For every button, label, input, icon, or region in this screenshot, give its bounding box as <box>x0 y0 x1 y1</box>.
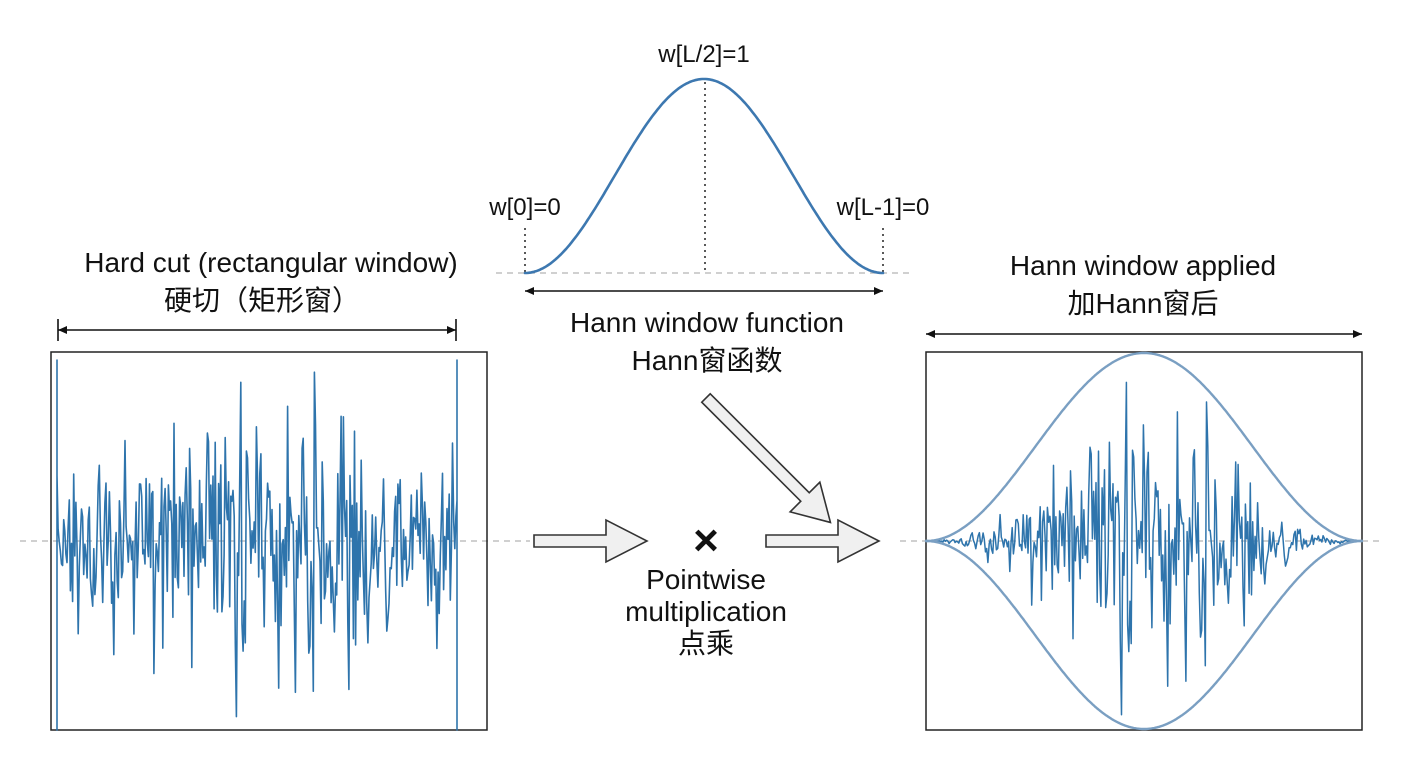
arrow-left-to-multiply <box>533 518 649 564</box>
right-title-zh: 加Hann窗后 <box>1068 288 1219 319</box>
right-title-en: Hann window applied <box>1010 250 1276 281</box>
arrow-hann-to-output <box>700 392 832 524</box>
hann-windowed-signal <box>925 381 1363 716</box>
flow-arrows <box>533 392 881 564</box>
left-title-en: Hard cut (rectangular window) <box>84 247 458 278</box>
multiply-operation: × Pointwise multiplication 点乘 <box>625 516 787 659</box>
hann-end-label: w[L-1]=0 <box>836 194 930 221</box>
hann-title-zh: Hann窗函数 <box>632 345 783 376</box>
multiply-label-line2: multiplication <box>625 596 787 627</box>
multiply-label-zh: 点乘 <box>678 628 734 659</box>
multiply-symbol: × <box>693 516 719 565</box>
hann-peak-label: w[L/2]=1 <box>657 41 749 68</box>
arrow-multiply-to-right <box>765 518 881 564</box>
left-plot-frame <box>50 351 488 731</box>
hann-window-curve <box>523 77 885 275</box>
right-panel: Hann window applied 加Hann窗后 <box>900 250 1382 731</box>
hann-title-en: Hann window function <box>570 307 844 338</box>
multiply-label-line1: Pointwise <box>646 564 766 595</box>
hann-envelope-lower <box>924 539 1364 731</box>
left-panel: Hard cut (rectangular window) 硬切（矩形窗） <box>20 247 530 731</box>
rectangular-windowed-signal <box>56 359 458 731</box>
hann-function-panel: w[L/2]=1 w[0]=0 w[L-1]=0 Hann window fun… <box>488 41 929 376</box>
hann-envelope-upper <box>924 351 1364 543</box>
hann-start-label: w[0]=0 <box>488 194 560 221</box>
left-title-zh: 硬切（矩形窗） <box>164 285 360 316</box>
